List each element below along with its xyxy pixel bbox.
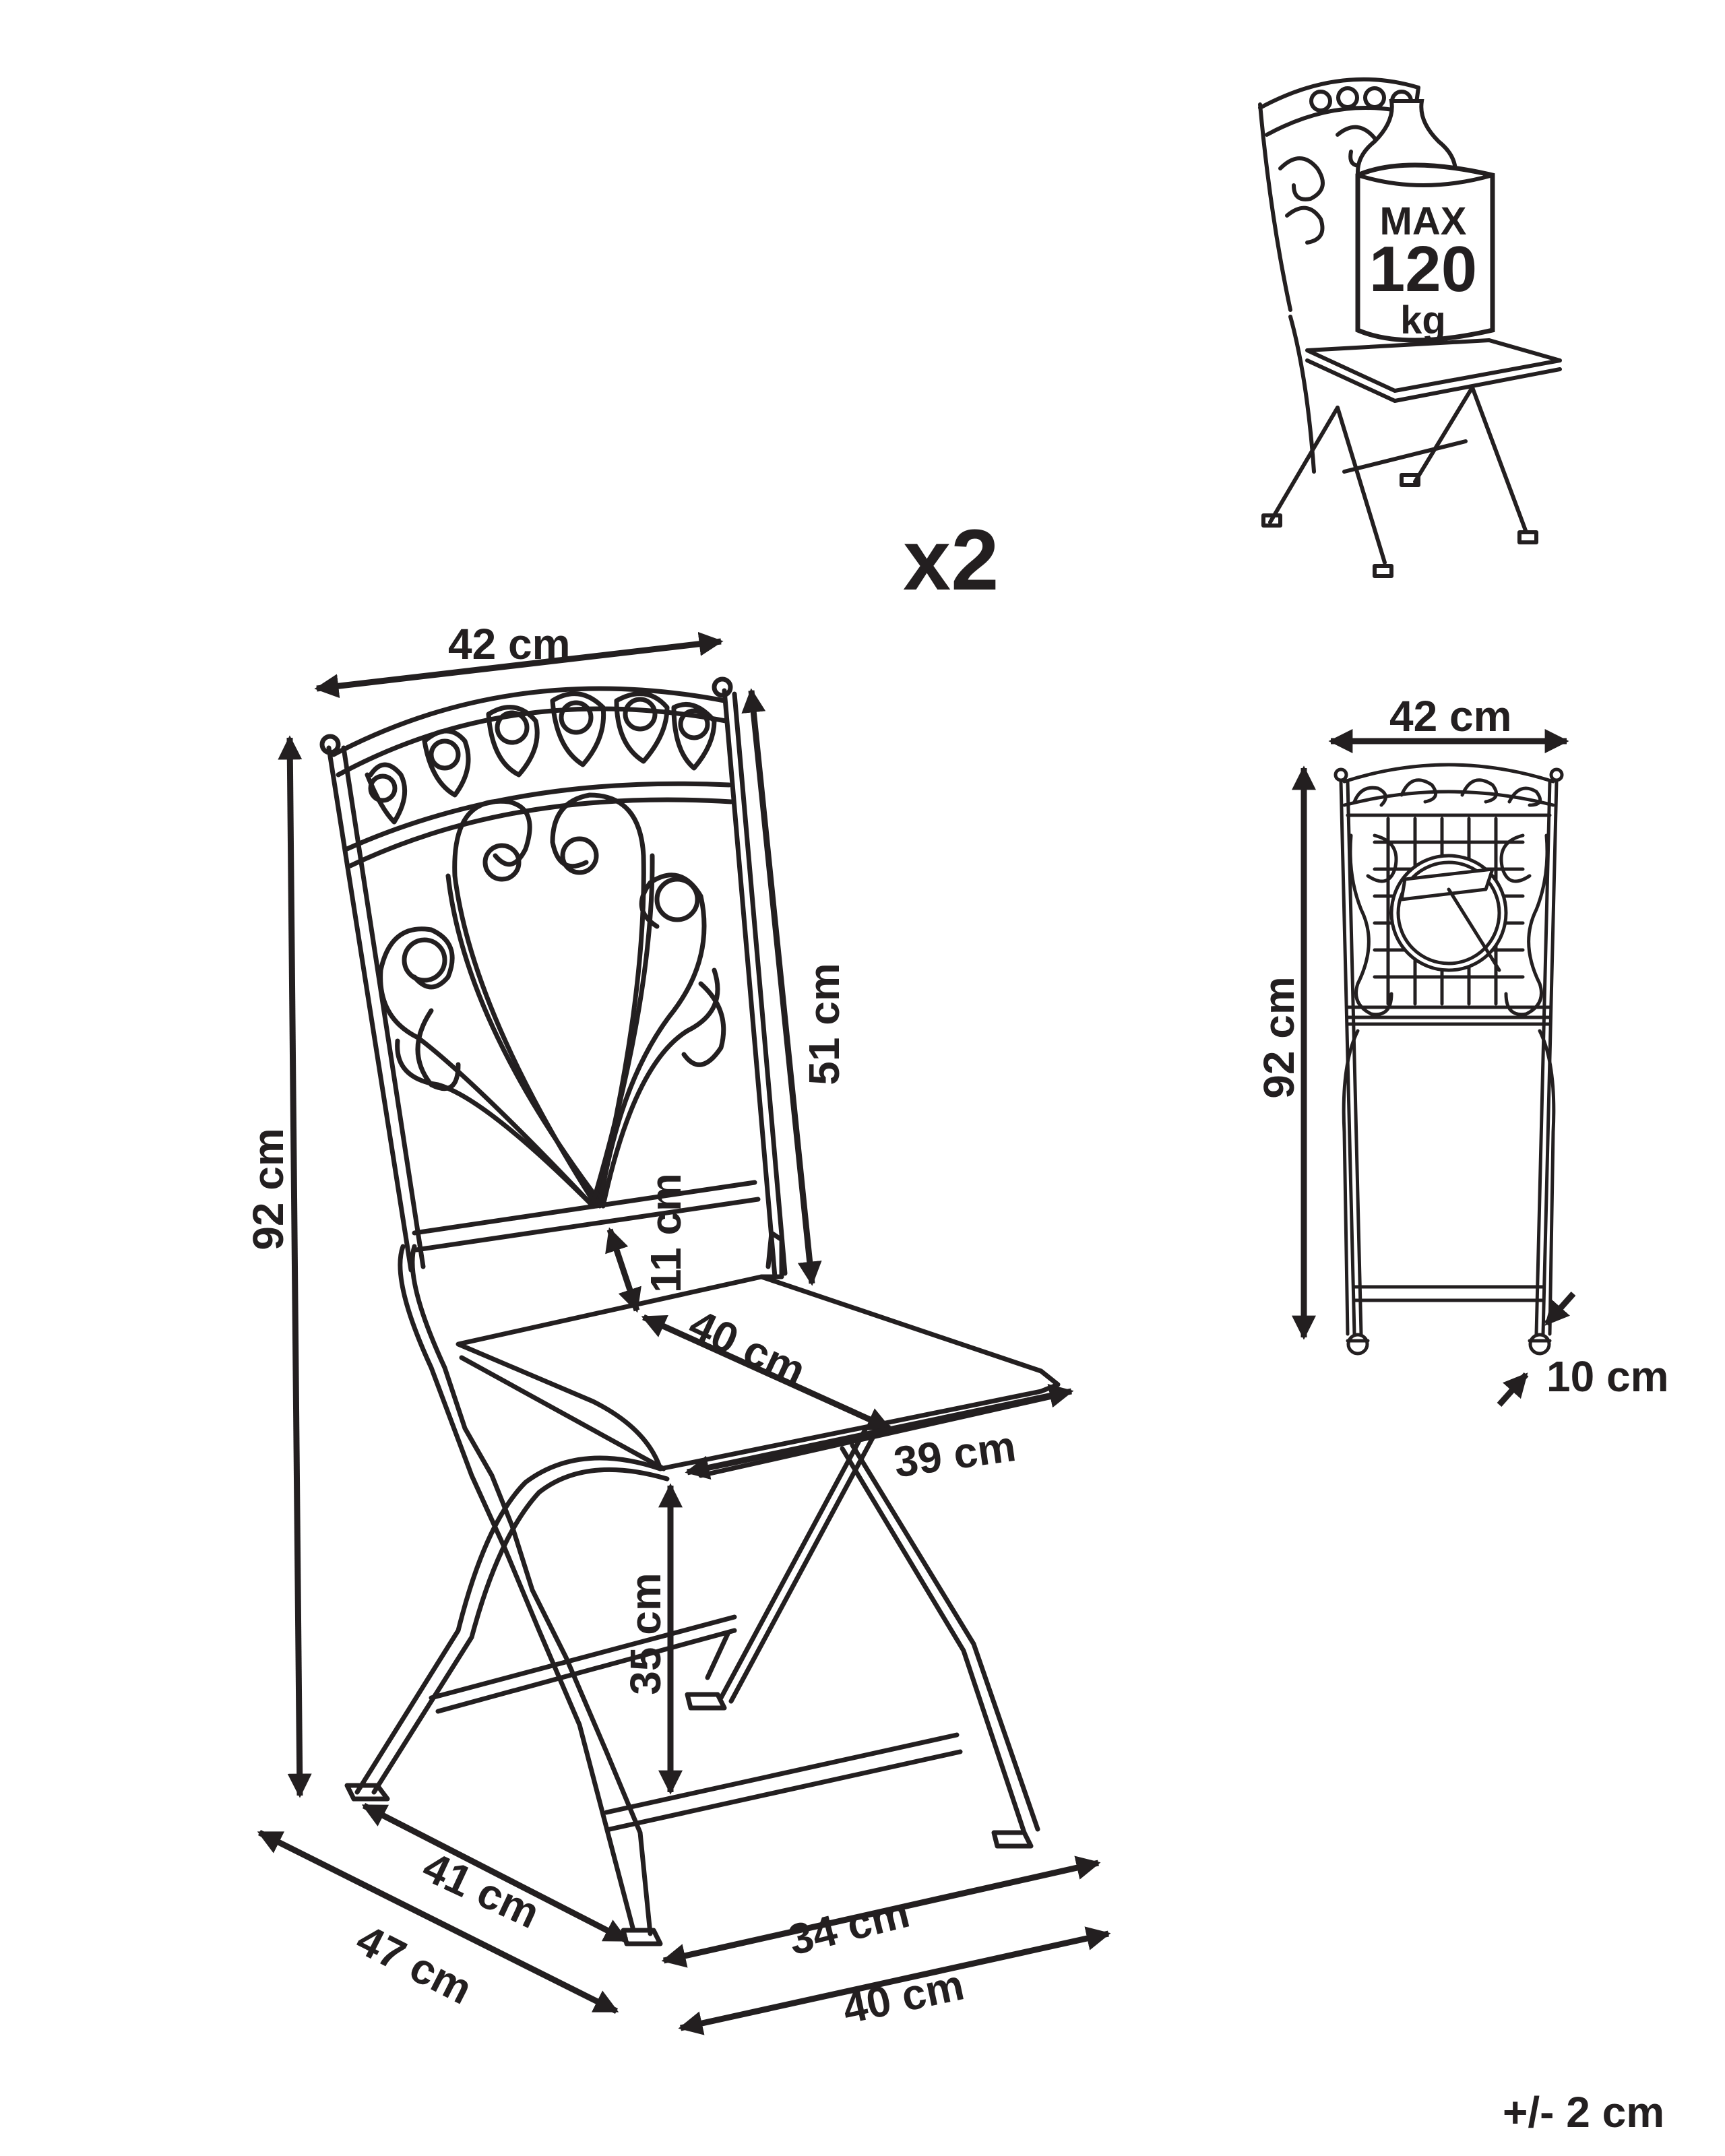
label-folded-thickness: 10 cm	[1546, 1352, 1668, 1401]
folded-dimension-lines	[1292, 729, 1576, 1407]
folded-chair-drawing	[1334, 763, 1564, 1356]
main-dimension-lines	[257, 631, 1111, 2035]
max-weight-value: 120	[1369, 233, 1477, 305]
label-folded-height: 92 cm	[1255, 976, 1303, 1098]
main-chair-drawing	[319, 676, 1064, 1946]
weight-jug	[1355, 99, 1495, 343]
max-label: MAX	[1380, 199, 1467, 243]
label-inner-width: 34 cm	[784, 1888, 914, 1965]
load-illustration: MAX 120 kg	[1258, 77, 1562, 578]
label-outer-width: 40 cm	[838, 1960, 968, 2033]
label-seat-height: 35 cm	[621, 1573, 670, 1694]
label-total-height: 92 cm	[244, 1128, 292, 1250]
label-folded-width: 42 cm	[1389, 692, 1511, 740]
small-chair-drawing	[1258, 77, 1562, 578]
tolerance-label: +/- 2 cm	[1503, 2088, 1664, 2136]
max-weight-unit: kg	[1400, 298, 1446, 342]
quantity-label: x2	[903, 512, 999, 608]
label-armgap: 11 cm	[641, 1173, 690, 1293]
label-width-top: 42 cm	[448, 620, 570, 668]
label-backrest-height: 51 cm	[800, 963, 848, 1085]
label-seat-depth: 40 cm	[682, 1300, 813, 1395]
label-seat-width: 39 cm	[891, 1422, 1019, 1487]
